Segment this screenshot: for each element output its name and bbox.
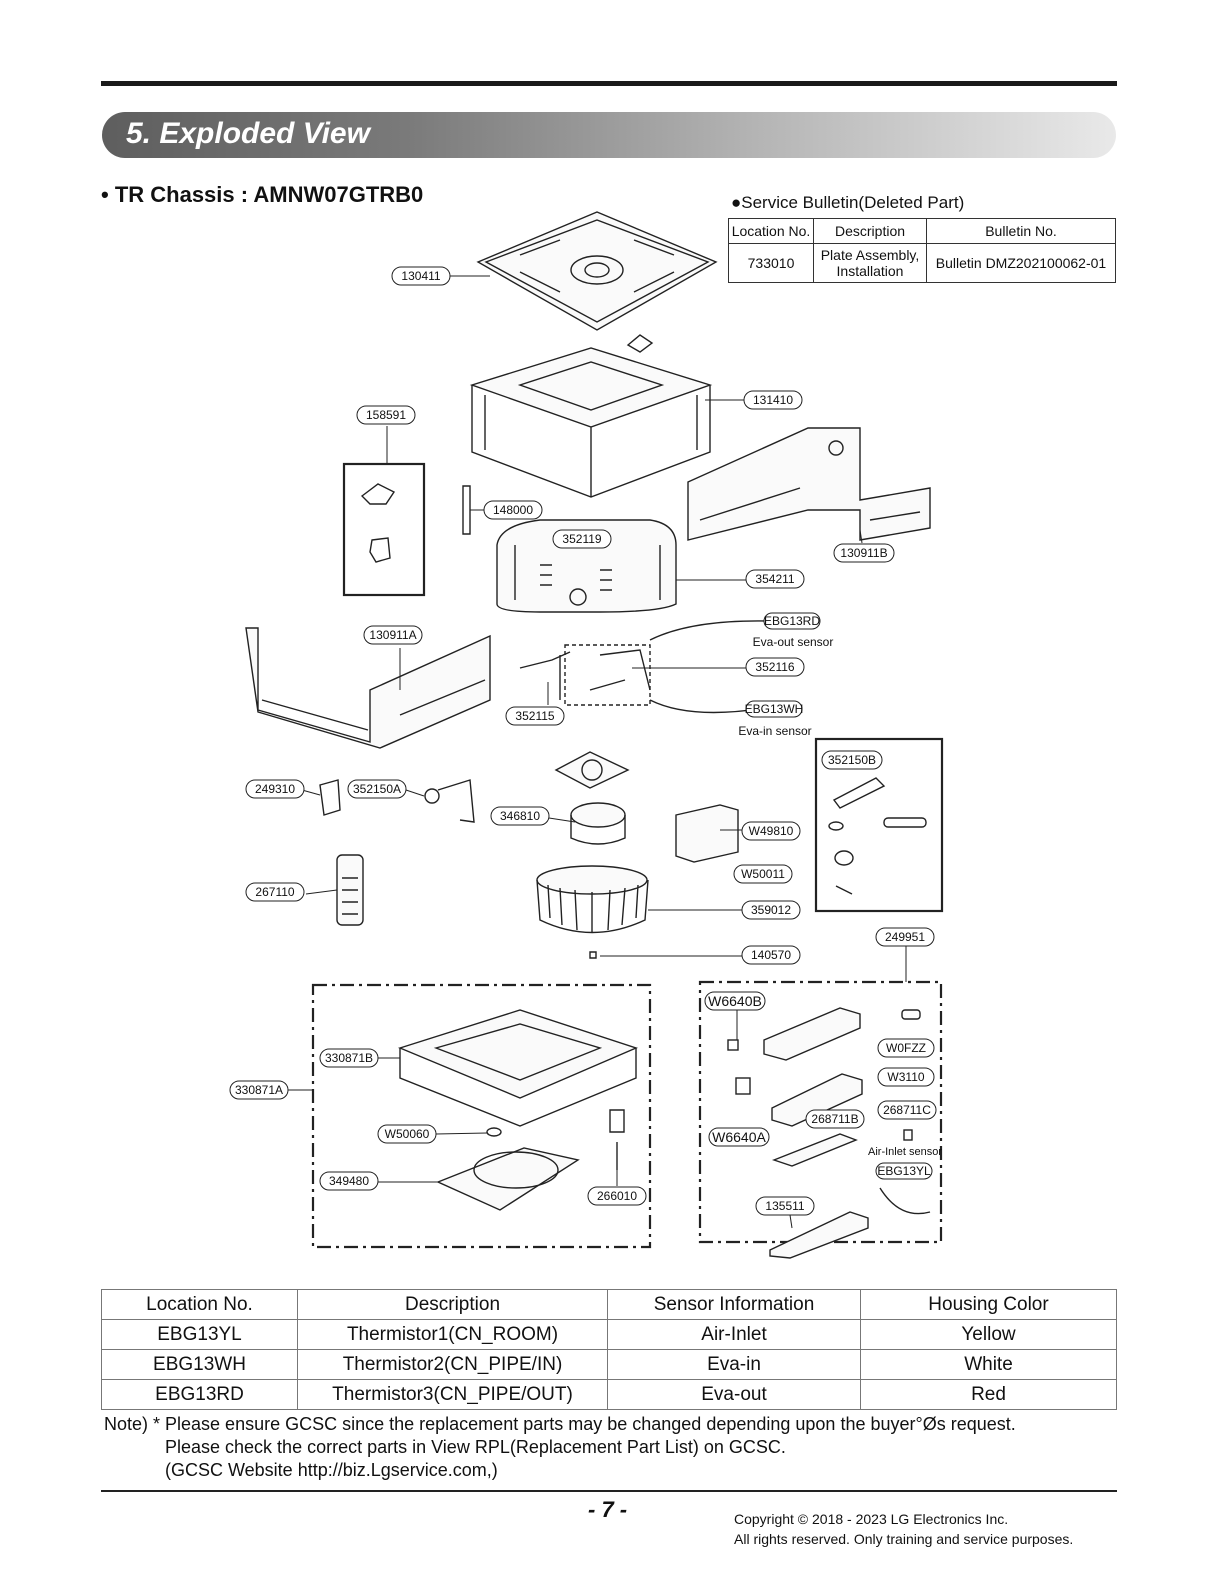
- callout-ebg13yl: EBG13YL: [877, 1164, 931, 1178]
- callout-268711c: 268711C: [883, 1103, 931, 1117]
- cell-color: White: [860, 1349, 1117, 1380]
- caption-air-inlet-sensor: Air-Inlet sensor: [868, 1146, 942, 1158]
- cell-description: Thermistor3(CN_PIPE/OUT): [297, 1379, 608, 1410]
- section-title: 5. Exploded View: [126, 117, 370, 150]
- callout-266010: 266010: [597, 1189, 637, 1203]
- cell-description: Thermistor1(CN_ROOM): [297, 1319, 608, 1350]
- callout-w0fzz: W0FZZ: [886, 1041, 926, 1055]
- note-line-2: Please check the correct parts in View R…: [165, 1437, 786, 1457]
- service-bulletin-table: Location No. Description Bulletin No. 73…: [728, 218, 1116, 283]
- callout-ebg13wh: EBG13WH: [745, 702, 804, 716]
- callout-w3110: W3110: [887, 1070, 924, 1084]
- callout-w50011: W50011: [741, 867, 785, 881]
- callout-330871a: 330871A: [235, 1083, 283, 1097]
- callout-w49810: W49810: [749, 824, 794, 838]
- callout-359012: 359012: [751, 903, 791, 917]
- bottom-rule: [101, 1490, 1117, 1492]
- callout-349480: 349480: [329, 1174, 369, 1188]
- bulletin-cell-location: 733010: [728, 243, 814, 283]
- cell-location: EBG13RD: [101, 1379, 298, 1410]
- callout-130911b: 130911B: [840, 546, 887, 560]
- cell-sensor: Eva-out: [607, 1379, 861, 1410]
- callout-354211: 354211: [755, 572, 794, 586]
- callout-249310: 249310: [255, 782, 295, 796]
- callout-330871b: 330871B: [325, 1051, 373, 1065]
- copyright-line-1: Copyright © 2018 - 2023 LG Electronics I…: [734, 1511, 1009, 1527]
- bulletin-header-location: Location No.: [728, 218, 814, 244]
- top-rule: [101, 81, 1117, 86]
- side-panel-a-drawing: [245, 627, 491, 749]
- cell-sensor: Air-Inlet: [607, 1319, 861, 1350]
- callout-268711b: 268711B: [811, 1112, 858, 1126]
- front-grille-drawing: [397, 1009, 638, 1127]
- callout-158591: 158591: [366, 408, 406, 422]
- cell-location: EBG13YL: [101, 1319, 298, 1350]
- page-number: - 7 -: [588, 1497, 628, 1522]
- note-line-1: Note) * Please ensure GCSC since the rep…: [104, 1414, 1016, 1434]
- bulletin-cell-number: Bulletin DMZ202100062-01: [926, 243, 1116, 283]
- evaporator-drawing: [496, 519, 677, 613]
- bulletin-header-number: Bulletin No.: [926, 218, 1116, 244]
- callout-352116: 352116: [755, 660, 794, 674]
- table-row: EBG13WH Thermistor2(CN_PIPE/IN) Eva-in W…: [101, 1349, 1117, 1380]
- sensor-parts-table: Location No. Description Sensor Informat…: [101, 1289, 1117, 1410]
- cell-color: Red: [860, 1379, 1117, 1410]
- caption-eva-in-sensor: Eva-in sensor: [738, 724, 811, 738]
- callout-130411: 130411: [401, 269, 440, 283]
- note-block: Note) * Please ensure GCSC since the rep…: [104, 1413, 1016, 1482]
- table-row: EBG13YL Thermistor1(CN_ROOM) Air-Inlet Y…: [101, 1319, 1117, 1350]
- chassis-title: • TR Chassis : AMNW07GTRB0: [101, 182, 424, 207]
- parts-header-location: Location No.: [101, 1289, 298, 1320]
- copyright-block: Copyright © 2018 - 2023 LG Electronics I…: [734, 1509, 1073, 1549]
- callout-249951: 249951: [885, 930, 925, 944]
- callout-352115: 352115: [515, 709, 554, 723]
- turbo-fan-drawing: [536, 865, 649, 934]
- suction-grille-drawing: [436, 1147, 580, 1211]
- bulletin-cell-description: Plate Assembly, Installation: [813, 243, 927, 283]
- callout-352150a: 352150A: [353, 782, 401, 796]
- bulletin-caption: ●Service Bulletin(Deleted Part): [731, 193, 965, 212]
- callout-135511: 135511: [765, 1199, 804, 1213]
- installation-plate-drawing: [476, 211, 718, 353]
- cabinet-drawing: [469, 347, 713, 498]
- callout-w6640a: W6640A: [712, 1129, 766, 1145]
- cell-location: EBG13WH: [101, 1349, 298, 1380]
- caption-eva-out-sensor: Eva-out sensor: [753, 635, 834, 649]
- callout-267110: 267110: [255, 885, 294, 899]
- callout-130911a: 130911A: [369, 628, 416, 642]
- callout-352119: 352119: [562, 532, 601, 546]
- parts-header-sensor: Sensor Information: [607, 1289, 861, 1320]
- cell-color: Yellow: [860, 1319, 1117, 1350]
- note-line-3: (GCSC Website http://biz.Lgservice.com,): [165, 1460, 498, 1480]
- cell-sensor: Eva-in: [607, 1349, 861, 1380]
- table-row: EBG13RD Thermistor3(CN_PIPE/OUT) Eva-out…: [101, 1379, 1117, 1410]
- callout-352150b: 352150B: [828, 753, 876, 767]
- callout-148000: 148000: [493, 503, 533, 517]
- copyright-line-2: All rights reserved. Only training and s…: [734, 1531, 1074, 1547]
- callout-131410: 131410: [753, 393, 793, 407]
- section-header-bar: 5. Exploded View: [102, 112, 1116, 158]
- cell-description: Thermistor2(CN_PIPE/IN): [297, 1349, 608, 1380]
- parts-header-description: Description: [297, 1289, 608, 1320]
- parts-header-color: Housing Color: [860, 1289, 1117, 1320]
- callout-140570: 140570: [751, 948, 791, 962]
- side-panel-b-drawing: [687, 427, 931, 541]
- callout-ebg13rd: EBG13RD: [764, 614, 820, 628]
- callout-w6640b: W6640B: [708, 993, 762, 1009]
- callout-346810: 346810: [500, 809, 540, 823]
- callout-w50060: W50060: [385, 1127, 430, 1141]
